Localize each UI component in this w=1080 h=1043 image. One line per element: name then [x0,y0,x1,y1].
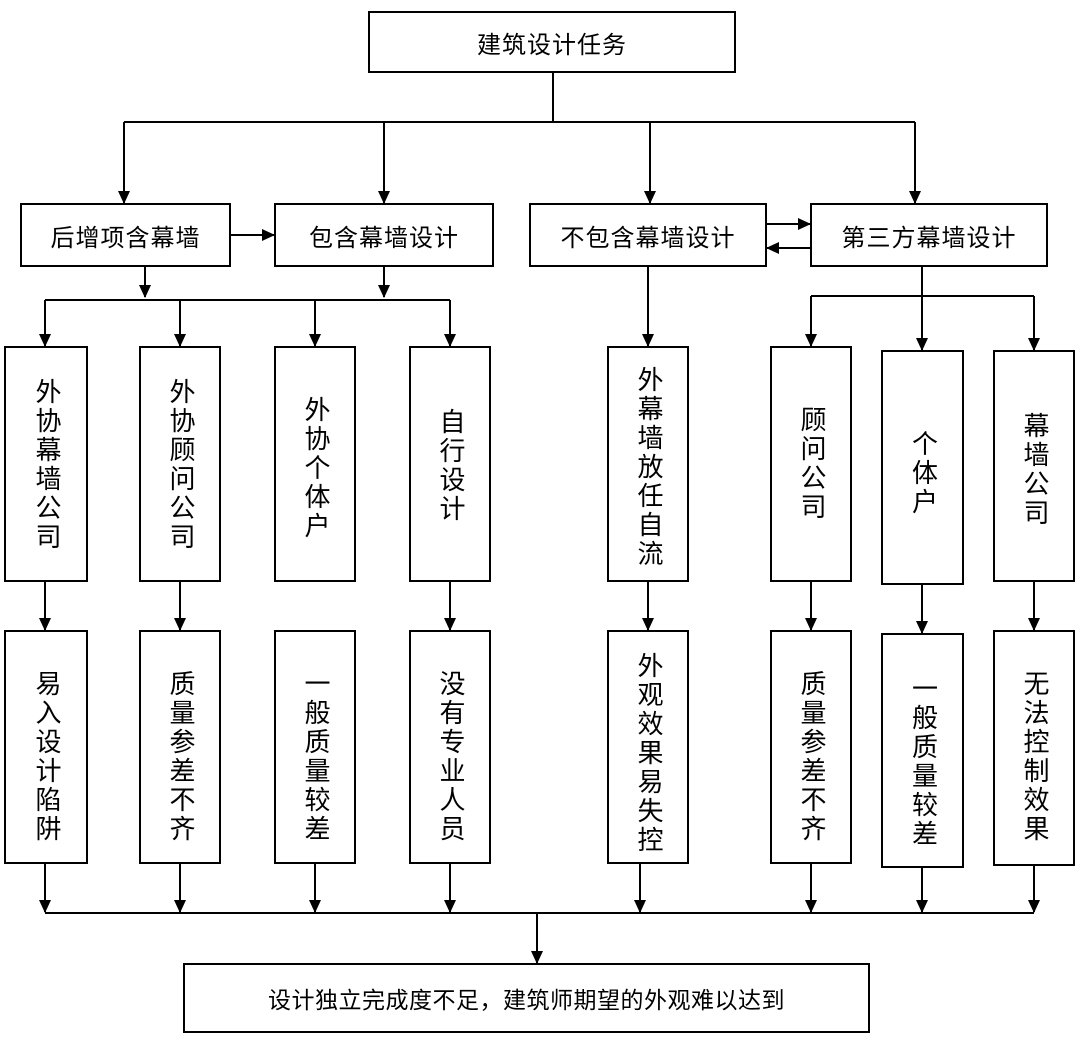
node-third-party-curtain-wall-design: 第三方幕墙设计 [810,203,1048,267]
node-outcome-poor-quality: 一般质量较差 [274,630,356,864]
node-label: 易入设计陷阱 [31,670,61,844]
node-label: 包含幕墙设计 [309,223,459,252]
node-label: 外协幕墙公司 [31,378,61,552]
node-outcome-no-effect-control: 无法控制效果 [993,630,1075,866]
node-label: 外协顾问公司 [165,378,195,552]
node-label: 质量参差不齐 [165,670,195,844]
node-label: 第三方幕墙设计 [841,223,1017,252]
node-excludes-curtain-wall-design: 不包含幕墙设计 [529,203,767,267]
node-label: 外观效果易失控 [633,652,663,855]
node-consultant-company: 顾问公司 [770,346,852,582]
node-self-design: 自行设计 [409,346,491,582]
node-label: 一般质量较差 [907,675,938,849]
node-includes-curtain-wall-design: 包含幕墙设计 [274,203,494,267]
node-outcome-uneven-quality: 质量参差不齐 [139,630,221,864]
node-label: 没有专业人员 [435,670,465,844]
node-label: 幕墙公司 [1019,412,1049,528]
node-conclusion-label: 设计独立完成度不足，建筑师期望的外观难以达到 [268,988,785,1014]
node-outsourced-individual: 外协个体户 [274,346,356,582]
node-outsourced-curtain-company: 外协幕墙公司 [4,346,88,582]
node-outcome-poor-quality-right: 一般质量较差 [881,633,964,868]
node-label: 外协个体户 [300,396,330,541]
node-label: 质量参差不齐 [796,670,826,844]
node-conclusion: 设计独立完成度不足，建筑师期望的外观难以达到 [183,963,870,1033]
node-label: 后增项含幕墙 [50,223,201,252]
node-outcome-design-trap: 易入设计陷阱 [4,630,88,864]
node-label: 自行设计 [435,408,465,524]
node-label: 一般质量较差 [300,670,330,844]
node-outcome-uneven-quality-right: 质量参差不齐 [770,630,852,864]
node-curtain-company: 幕墙公司 [993,350,1075,582]
node-root-label: 建筑设计任务 [477,30,627,59]
node-label: 无法控制效果 [1019,670,1049,844]
node-outcome-appearance-out-of-control: 外观效果易失控 [607,630,689,864]
node-root: 建筑设计任务 [368,11,736,73]
node-facade-uncontrolled: 外幕墙放任自流 [607,346,689,582]
node-later-added-curtain-wall: 后增项含幕墙 [20,203,231,267]
node-outcome-no-professionals: 没有专业人员 [409,630,491,864]
node-label: 顾问公司 [796,406,826,522]
node-outsourced-consultant-company: 外协顾问公司 [139,346,221,582]
node-individual: 个体户 [881,350,964,585]
node-label: 外幕墙放任自流 [633,366,663,569]
node-label: 不包含幕墙设计 [560,223,736,252]
node-label: 个体户 [907,430,938,517]
